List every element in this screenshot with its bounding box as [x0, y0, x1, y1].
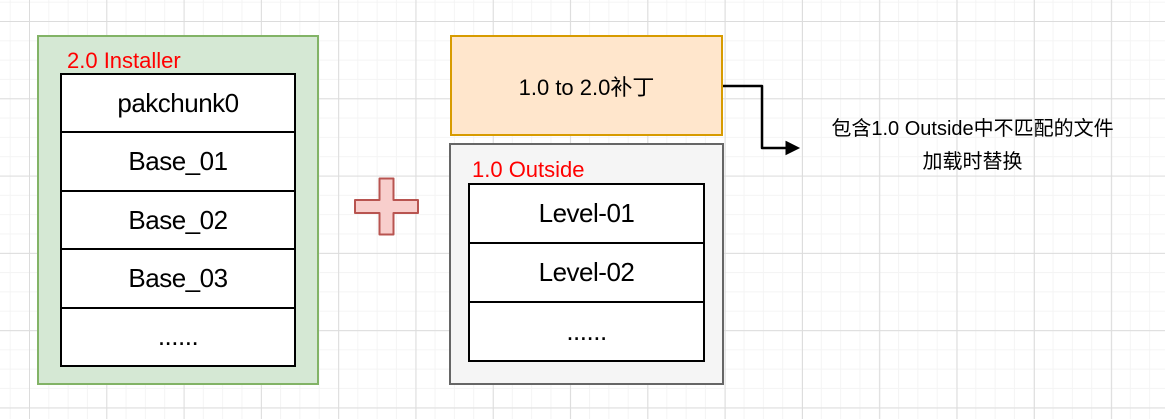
outside-title: 1.0 Outside	[472, 157, 585, 182]
installer-item-pakchunk0[interactable]: pakchunk0	[62, 75, 294, 134]
installer-title: 2.0 Installer	[67, 48, 181, 73]
arrowhead-icon[interactable]	[785, 140, 801, 156]
annotation-line2: 加载时替换	[922, 151, 1023, 173]
installer-item-base02[interactable]: Base_02	[62, 191, 294, 251]
outside-item-stack: Level-01 Level-02 ......	[468, 183, 705, 362]
installer-item-ellipsis[interactable]: ......	[62, 308, 294, 366]
patch-box[interactable]: 1.0 to 2.0补丁	[450, 35, 723, 136]
patch-arrow-connector[interactable]	[723, 84, 786, 150]
annotation-text[interactable]: 包含1.0 Outside中不匹配的文件 加载时替换	[800, 113, 1145, 179]
patch-box-label: 1.0 to 2.0补丁	[518, 74, 655, 100]
outside-item-level02[interactable]: Level-02	[470, 244, 703, 303]
outside-item-level01[interactable]: Level-01	[470, 185, 703, 244]
installer-container[interactable]: 2.0 Installer pakchunk0 Base_01 Base_02 …	[37, 35, 319, 385]
outside-container[interactable]: 1.0 Outside Level-01 Level-02 ......	[449, 143, 724, 385]
outside-item-ellipsis[interactable]: ......	[470, 303, 703, 360]
installer-item-base01[interactable]: Base_01	[62, 133, 294, 192]
plus-icon[interactable]	[354, 177, 419, 236]
installer-item-base03[interactable]: Base_03	[62, 250, 294, 309]
installer-item-stack: pakchunk0 Base_01 Base_02 Base_03 ......	[60, 73, 296, 367]
annotation-line1: 包含1.0 Outside中不匹配的文件	[831, 118, 1114, 140]
